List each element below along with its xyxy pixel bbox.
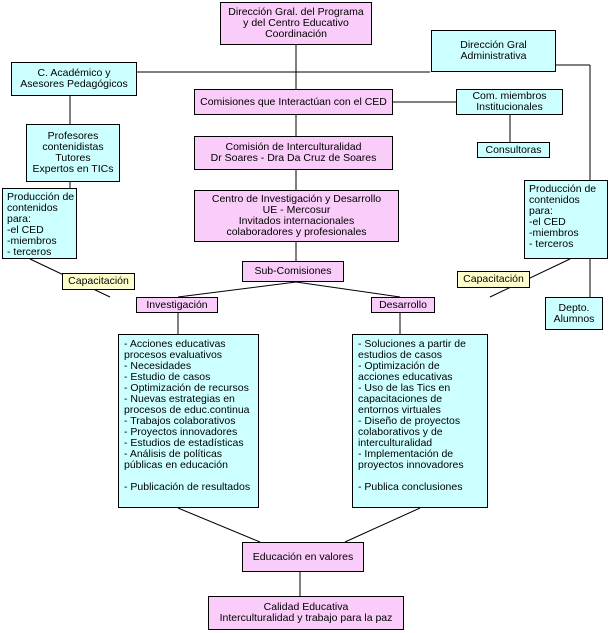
produccion-left-line3: para: xyxy=(7,213,31,225)
capacitacion-right-label: Capacitación xyxy=(463,273,524,285)
consultoras-label: Consultoras xyxy=(485,143,542,156)
centro-investigacion-line4: colaboradores y profesionales xyxy=(226,226,367,238)
produccion-right-line2: contenidos xyxy=(529,194,580,206)
direccion-administrativa-line1: Dirección Gral xyxy=(460,39,527,51)
des-item-9: colaborativos y de xyxy=(358,426,443,438)
inv-item-3: - Necesidades xyxy=(124,360,192,372)
investigacion-list-box: - Acciones educativas procesos evaluativ… xyxy=(118,334,259,508)
produccion-right-box: Producción de contenidos para: -el CED -… xyxy=(524,180,608,259)
profesores-box: Profesores contenidistas Tutores Experto… xyxy=(26,124,120,182)
produccion-right-line5: -miembros xyxy=(529,227,579,239)
produccion-left-box: Producción de contenidos para: -el CED -… xyxy=(2,188,77,259)
educacion-valores-box: Educación en valores xyxy=(242,542,364,572)
calidad-line2: Interculturalidad y trabajo para la paz xyxy=(219,612,393,624)
inv-item-4: - Estudio de casos xyxy=(124,371,211,383)
inv-item-10: - Estudios de estadísticas xyxy=(124,437,244,449)
des-item-14: - Publica conclusiones xyxy=(358,481,463,493)
des-item-10: interculturalidad xyxy=(358,437,433,449)
produccion-left-line6: - terceros xyxy=(7,246,52,258)
interculturalidad-box: Comisión de Interculturalidad Dr Soares … xyxy=(194,136,393,170)
consejo-academico-line2: Asesores Pedagógicos xyxy=(20,78,128,90)
investigacion-box: Investigación xyxy=(136,297,218,313)
inv-item-14: - Publicación de resultados xyxy=(124,481,251,493)
des-item-11: - Implementación de xyxy=(358,448,454,460)
profesores-line4: Expertos en TICs xyxy=(32,163,114,175)
centro-investigacion-line3: Invitados internacionales xyxy=(238,215,355,227)
direccion-general-line3: Coordinación xyxy=(265,28,327,40)
des-item-1: - Soluciones a partir de xyxy=(358,338,466,350)
inv-item-12: públicas en educación xyxy=(124,459,228,471)
des-item-5: - Uso de las Tics en xyxy=(358,382,451,394)
investigacion-label: Investigación xyxy=(146,298,208,311)
comisiones-box: Comisiones que Interactúan con el CED xyxy=(194,89,393,115)
direccion-administrativa-box: Dirección Gral Administrativa xyxy=(431,30,556,72)
des-item-7: entornos virtuales xyxy=(358,404,441,416)
des-item-12: proyectos innovadores xyxy=(358,459,464,471)
com-miembros-box: Com. miembros Institucionales xyxy=(456,89,563,115)
desarrollo-box: Desarrollo xyxy=(371,297,435,313)
com-miembros-line1: Com. miembros xyxy=(472,90,547,102)
profesores-line2: contenidistas xyxy=(42,141,104,153)
direccion-general-box: Dirección Gral. del Programa y del Centr… xyxy=(220,2,372,45)
inv-item-8: - Trabajos colaborativos xyxy=(124,415,236,427)
direccion-administrativa-line2: Administrativa xyxy=(460,50,527,62)
educacion-valores-label: Educación en valores xyxy=(252,550,354,563)
profesores-line1: Profesores xyxy=(47,130,99,142)
interculturalidad-line2: Dr Soares - Dra Da Cruz de Soares xyxy=(210,152,377,164)
produccion-right-line1: Producción de xyxy=(529,183,597,195)
consultoras-box: Consultoras xyxy=(477,142,550,158)
produccion-right-line6: - terceros xyxy=(529,238,574,250)
centro-investigacion-box: Centro de Investigación y Desarrollo UE … xyxy=(194,190,399,242)
des-item-2: estudios de casos xyxy=(358,349,443,361)
inv-item-9: - Proyectos innovadores xyxy=(124,426,238,438)
produccion-right-line3: para: xyxy=(529,205,553,217)
depto-alumnos-line2: Alumnos xyxy=(553,312,595,325)
centro-investigacion-line2: UE - Mercosur xyxy=(262,204,331,216)
interculturalidad-line1: Comisión de Interculturalidad xyxy=(225,141,362,153)
produccion-left-line1: Producción de xyxy=(7,191,75,203)
inv-item-2: procesos evaluativos xyxy=(124,349,223,361)
capacitacion-left-box: Capacitación xyxy=(62,273,135,290)
sub-comisiones-box: Sub-Comisiones xyxy=(242,261,344,282)
des-item-4: acciones educativas xyxy=(358,371,453,383)
inv-item-6: - Nuevas estrategias en xyxy=(124,393,235,405)
inv-item-11: - Análisis de políticas xyxy=(124,448,223,460)
consejo-academico-box: C. Académico y Asesores Pedagógicos xyxy=(11,62,137,96)
calidad-educativa-box: Calidad Educativa Interculturalidad y tr… xyxy=(208,596,404,630)
inv-item-1: - Acciones educativas xyxy=(124,338,226,350)
centro-investigacion-line1: Centro de Investigación y Desarrollo xyxy=(211,193,382,205)
capacitacion-left-label: Capacitación xyxy=(68,275,129,287)
sub-comisiones-label: Sub-Comisiones xyxy=(254,265,332,277)
des-item-6: capacitaciones de xyxy=(358,393,443,405)
direccion-general-line2: y del Centro Educativo xyxy=(243,17,349,29)
depto-alumnos-box: Depto. Alumnos xyxy=(545,297,603,330)
calidad-line1: Calidad Educativa xyxy=(263,601,349,613)
produccion-left-line2: contenidos xyxy=(7,202,58,214)
produccion-left-line4: -el CED xyxy=(7,224,44,236)
inv-item-5: - Optimización de recursos xyxy=(124,382,249,394)
com-miembros-line2: Institucionales xyxy=(476,101,543,113)
capacitacion-right-box: Capacitación xyxy=(457,271,530,288)
produccion-right-line4: -el CED xyxy=(529,216,566,228)
comisiones-label: Comisiones que Interactúan con el CED xyxy=(200,95,387,108)
des-item-8: - Diseño de proyectos xyxy=(358,415,461,427)
direccion-general-line1: Dirección Gral. del Programa xyxy=(228,6,364,18)
desarrollo-label: Desarrollo xyxy=(379,298,427,311)
desarrollo-list-box: - Soluciones a partir de estudios de cas… xyxy=(352,334,488,508)
produccion-left-line5: -miembros xyxy=(7,235,57,247)
profesores-line3: Tutores xyxy=(55,152,91,164)
des-item-3: - Optimización de xyxy=(358,360,440,372)
inv-item-7: procesos de educ.continua xyxy=(124,404,250,416)
depto-alumnos-line1: Depto. xyxy=(558,301,590,314)
consejo-academico-line1: C. Académico y xyxy=(37,67,111,79)
